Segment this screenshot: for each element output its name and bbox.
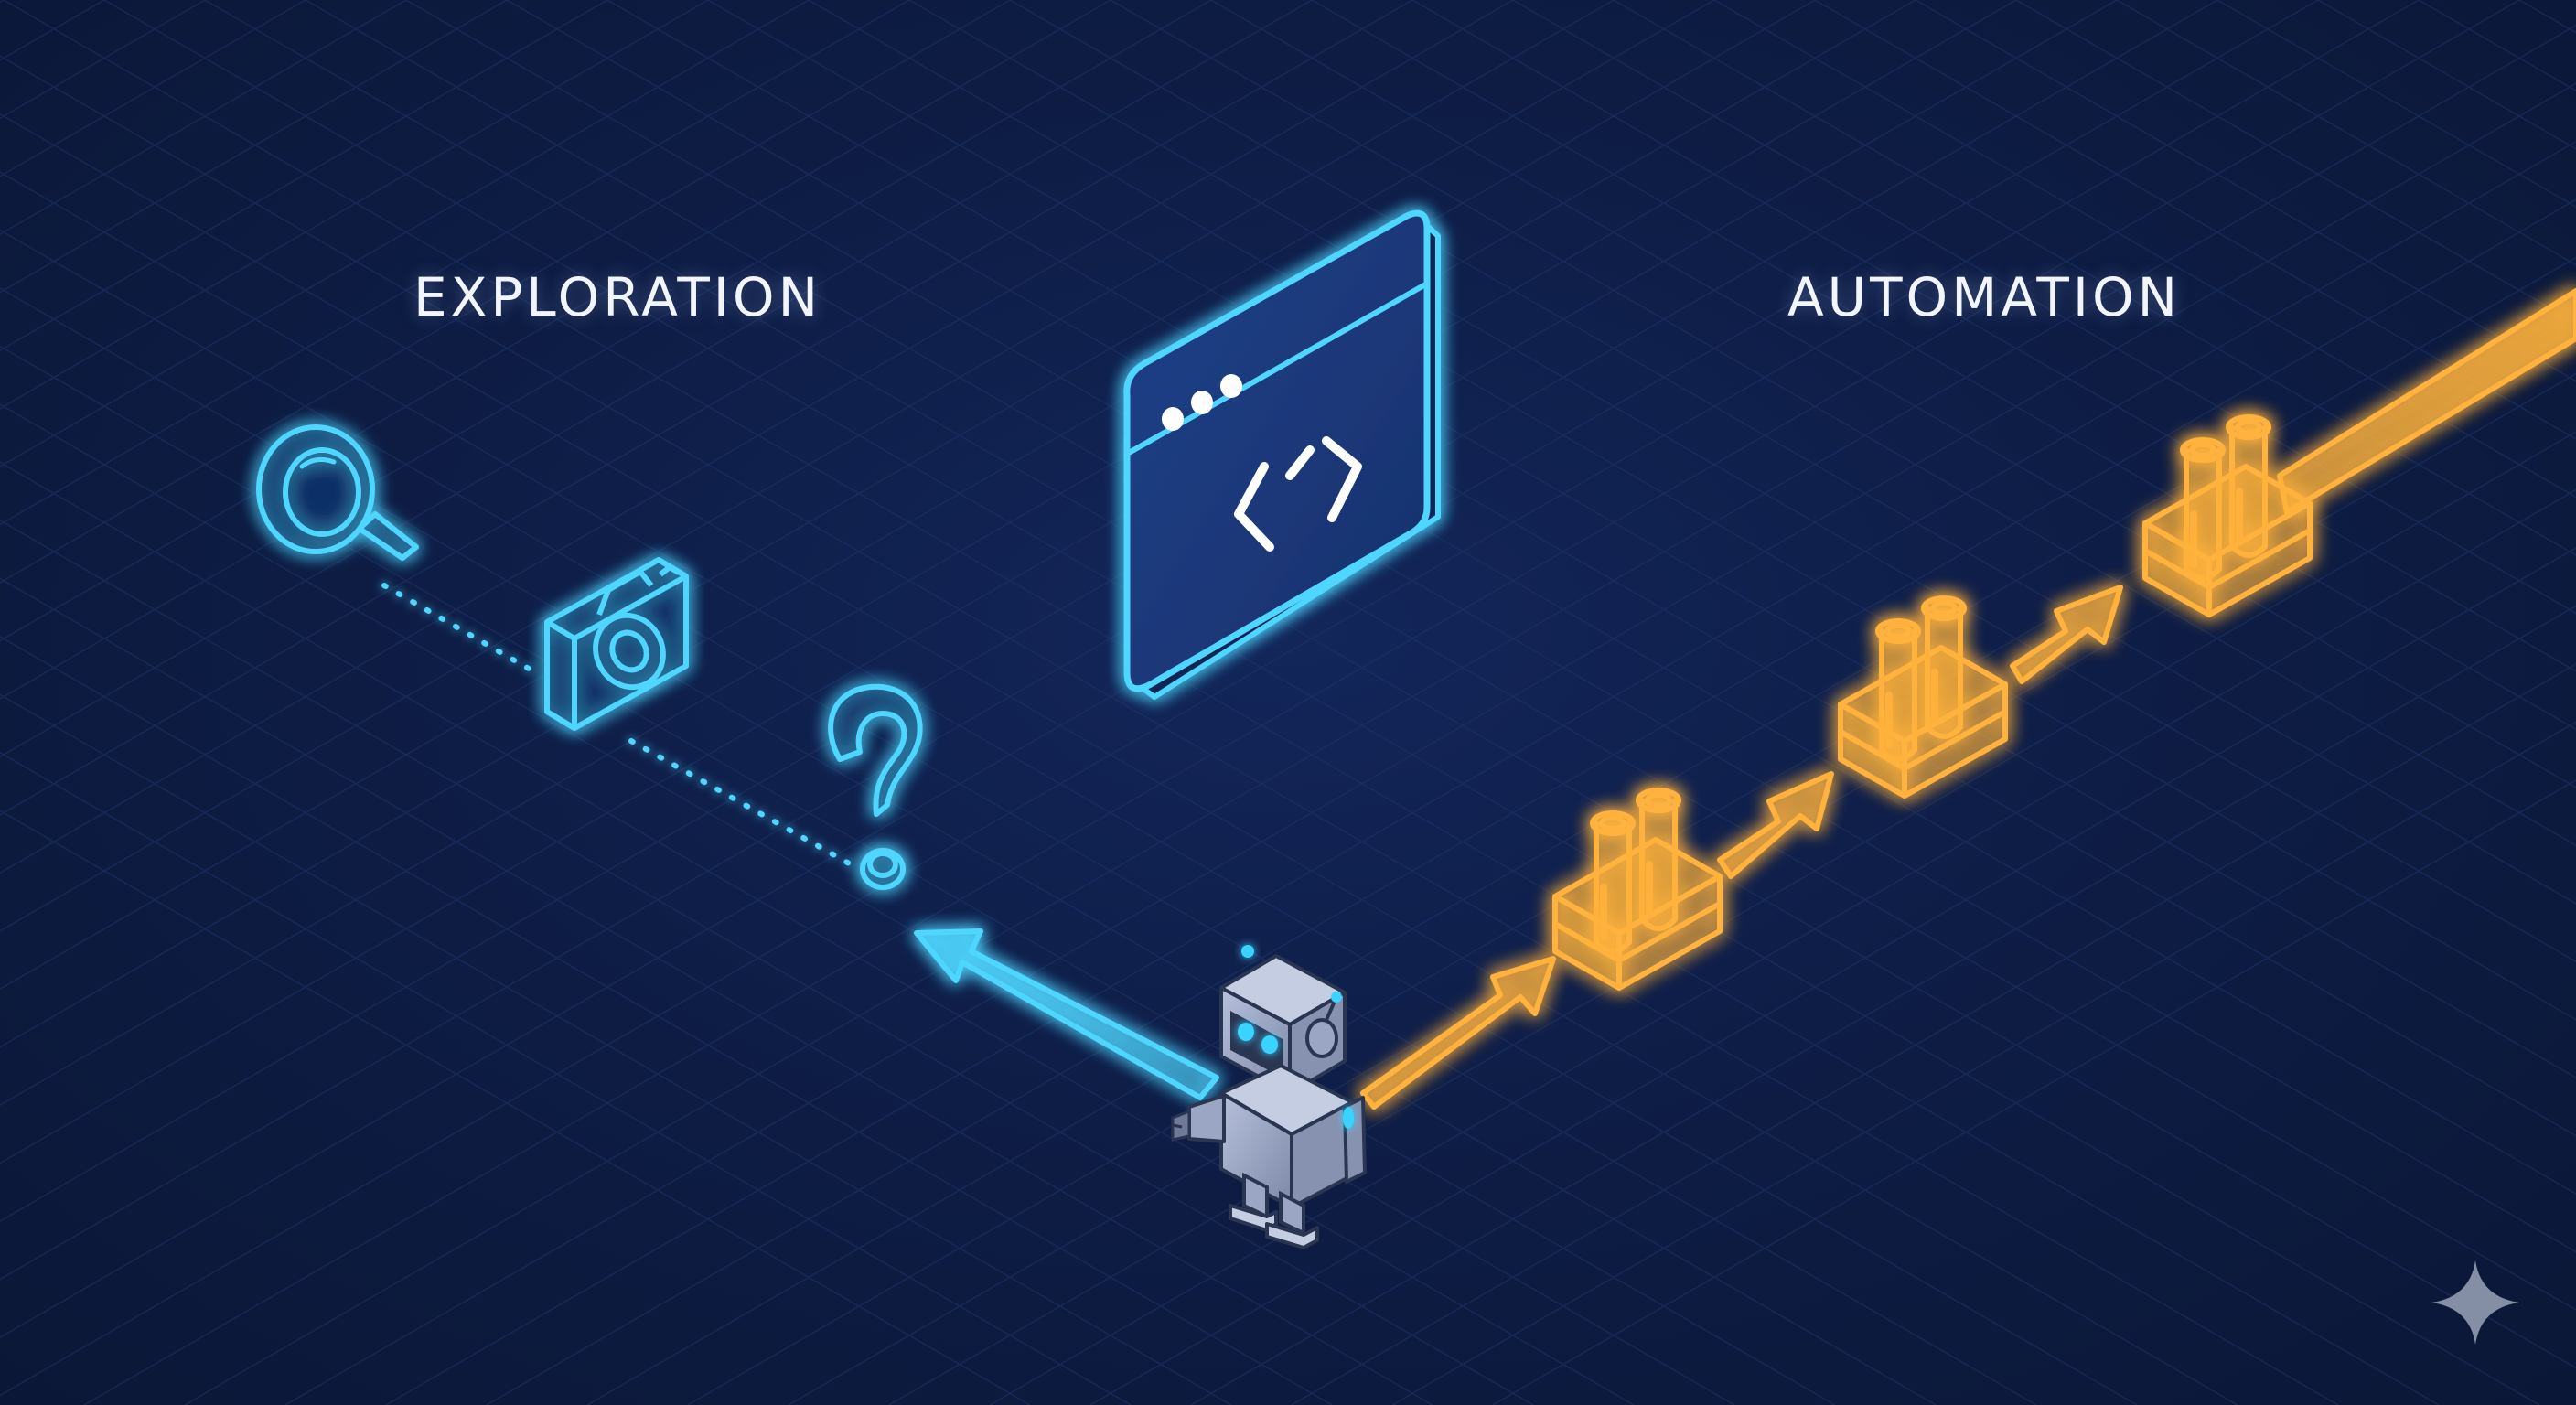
- test-tube-rack-icon: [1552, 788, 1723, 991]
- question-mark-icon: [828, 683, 923, 890]
- code-window-icon: [1123, 209, 1441, 700]
- window-control-dots: [1162, 374, 1242, 431]
- test-tube-rack-icon: [1838, 595, 2008, 799]
- code-brackets-icon: [1234, 436, 1362, 552]
- robot-icon: [1171, 945, 1367, 1249]
- test-tube-rack-icon: [2142, 414, 2313, 617]
- camera-icon: [544, 557, 689, 731]
- automation-beam: [2277, 288, 2576, 515]
- exploration-label: EXPLORATION: [413, 266, 821, 328]
- sparkle-icon: [2431, 1260, 2519, 1345]
- exploration-arrow: [914, 928, 1219, 1100]
- automation-arrows: [1360, 585, 2123, 1110]
- automation-label: AUTOMATION: [1787, 266, 2181, 328]
- magnifier-icon: [256, 424, 419, 561]
